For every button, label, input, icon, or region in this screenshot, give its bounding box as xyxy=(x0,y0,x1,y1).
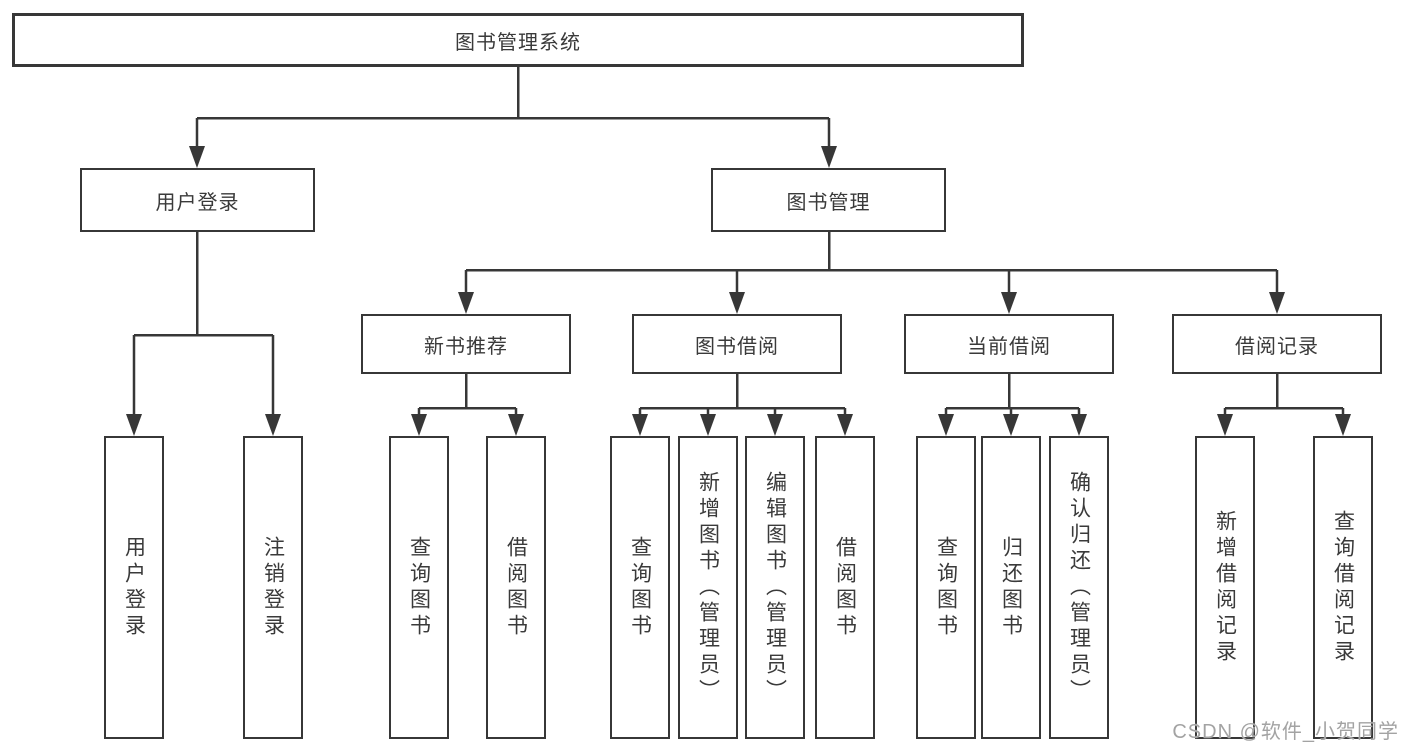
leaf-label: 借阅图书 xyxy=(833,535,857,640)
node-book-borrow: 图书借阅 xyxy=(632,314,842,374)
node-label: 新书推荐 xyxy=(424,335,508,358)
node-borrow-records: 借阅记录 xyxy=(1172,314,1382,374)
leaf-label: 注销登录 xyxy=(261,535,285,640)
leaf-borrow-books-recommend: 借阅图书 xyxy=(486,436,546,739)
node-book-management: 图书管理 xyxy=(711,168,946,232)
node-label: 用户登录 xyxy=(155,191,240,214)
leaf-user-login: 用户登录 xyxy=(104,436,164,739)
leaf-query-borrow-record: 查询借阅记录 xyxy=(1313,436,1373,739)
node-user-login: 用户登录 xyxy=(80,168,315,232)
leaf-borrow-books: 借阅图书 xyxy=(815,436,875,739)
leaf-add-books-admin: 新增图书（管理员） xyxy=(678,436,738,739)
leaf-label: 查询图书 xyxy=(628,535,652,640)
leaf-edit-books-admin: 编辑图书（管理员） xyxy=(745,436,805,739)
node-label: 图书管理系统 xyxy=(455,31,581,54)
leaf-add-borrow-record: 新增借阅记录 xyxy=(1195,436,1255,739)
node-label: 图书借阅 xyxy=(695,335,779,358)
leaf-query-books-borrow: 查询图书 xyxy=(610,436,670,739)
leaf-confirm-return-admin: 确认归还（管理员） xyxy=(1049,436,1109,739)
leaf-label: 编辑图书（管理员） xyxy=(763,470,787,705)
leaf-query-books-current: 查询图书 xyxy=(916,436,976,739)
leaf-label: 用户登录 xyxy=(122,535,146,640)
leaf-label: 查询图书 xyxy=(934,535,958,640)
leaf-label: 确认归还（管理员） xyxy=(1067,470,1091,705)
node-new-book-recommend: 新书推荐 xyxy=(361,314,571,374)
leaf-label: 新增图书（管理员） xyxy=(696,470,720,705)
leaf-label: 查询图书 xyxy=(407,535,431,640)
csdn-watermark: CSDN @软件_小贺同学 xyxy=(1172,721,1399,743)
node-root-library-system: 图书管理系统 xyxy=(12,13,1024,67)
node-label: 当前借阅 xyxy=(967,335,1051,358)
leaf-logout-login: 注销登录 xyxy=(243,436,303,739)
node-label: 图书管理 xyxy=(786,191,871,214)
leaf-label: 归还图书 xyxy=(999,535,1023,640)
node-current-borrow: 当前借阅 xyxy=(904,314,1114,374)
leaf-query-books-recommend: 查询图书 xyxy=(389,436,449,739)
leaf-return-books: 归还图书 xyxy=(981,436,1041,739)
leaf-label: 新增借阅记录 xyxy=(1213,509,1237,666)
node-label: 借阅记录 xyxy=(1235,335,1319,358)
leaf-label: 查询借阅记录 xyxy=(1331,509,1355,666)
leaf-label: 借阅图书 xyxy=(504,535,528,640)
